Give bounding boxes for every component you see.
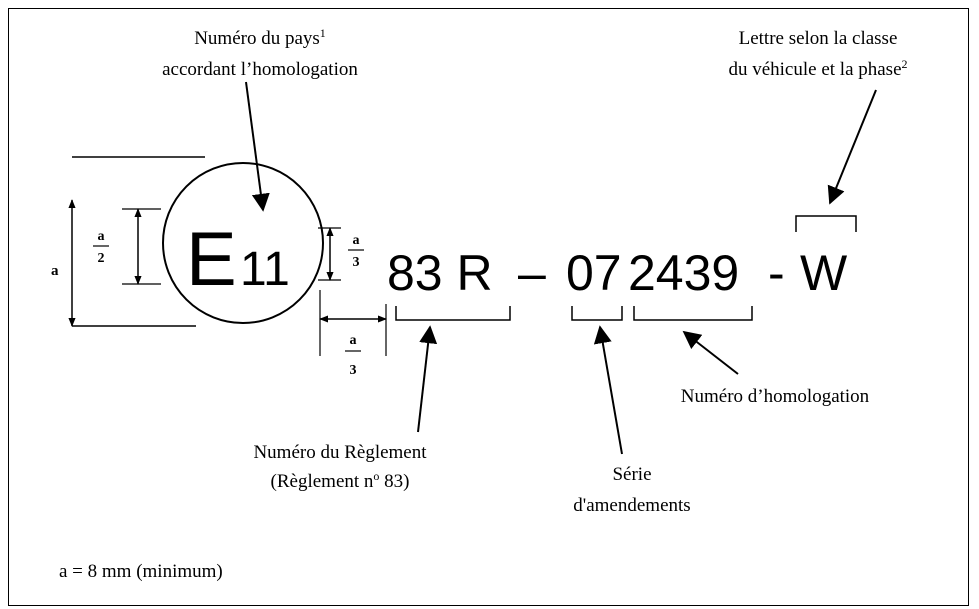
series-digits: 07 (566, 245, 622, 301)
series-label-line2: d'amendements (573, 495, 690, 516)
series-arrow (593, 325, 623, 455)
approval-arrow (682, 330, 739, 375)
regulation-label-line2: (Règlement no 83) (271, 469, 410, 492)
third-h-fraction-den: 3 (350, 363, 357, 378)
third-v-fraction-den: 3 (353, 255, 360, 270)
class-arrow (827, 89, 877, 205)
class-bracket (795, 215, 857, 232)
regulation-bracket (395, 306, 511, 321)
series-bracket (571, 306, 623, 321)
third-h-fraction-num: a (350, 333, 357, 348)
series-label-line1: Série (612, 464, 651, 485)
country-label-line2: accordant l’homologation (162, 59, 358, 80)
class-label-line2: du véhicule et la phase2 (728, 57, 907, 80)
mark-dash: – (518, 245, 546, 301)
e-letter: E (186, 217, 237, 302)
country-arrow (245, 81, 270, 212)
half-fraction-den: 2 (98, 251, 105, 266)
regulation-label-line1: Numéro du Règlement (253, 442, 427, 463)
approval-circle (162, 162, 324, 324)
class-label-line1: Lettre selon la classe (739, 28, 898, 49)
half-fraction-num: a (98, 229, 105, 244)
third-v-fraction-num: a (353, 233, 360, 248)
approval-bracket (633, 306, 753, 321)
mark-separator: - (768, 245, 785, 301)
footnote-a-value: a = 8 mm (minimum) (59, 561, 223, 582)
regulation-arrow (417, 325, 438, 433)
country-label-line1: Numéro du pays1 (194, 26, 326, 49)
approval-number-label: Numéro d’homologation (681, 386, 870, 407)
diagram-frame (8, 8, 969, 606)
approval-digits: 2439 (628, 245, 739, 301)
regulation-number: 83 R (387, 245, 493, 301)
country-code: 11 (240, 243, 290, 296)
dimension-a-label: a (51, 263, 59, 279)
class-letter: W (800, 245, 848, 301)
